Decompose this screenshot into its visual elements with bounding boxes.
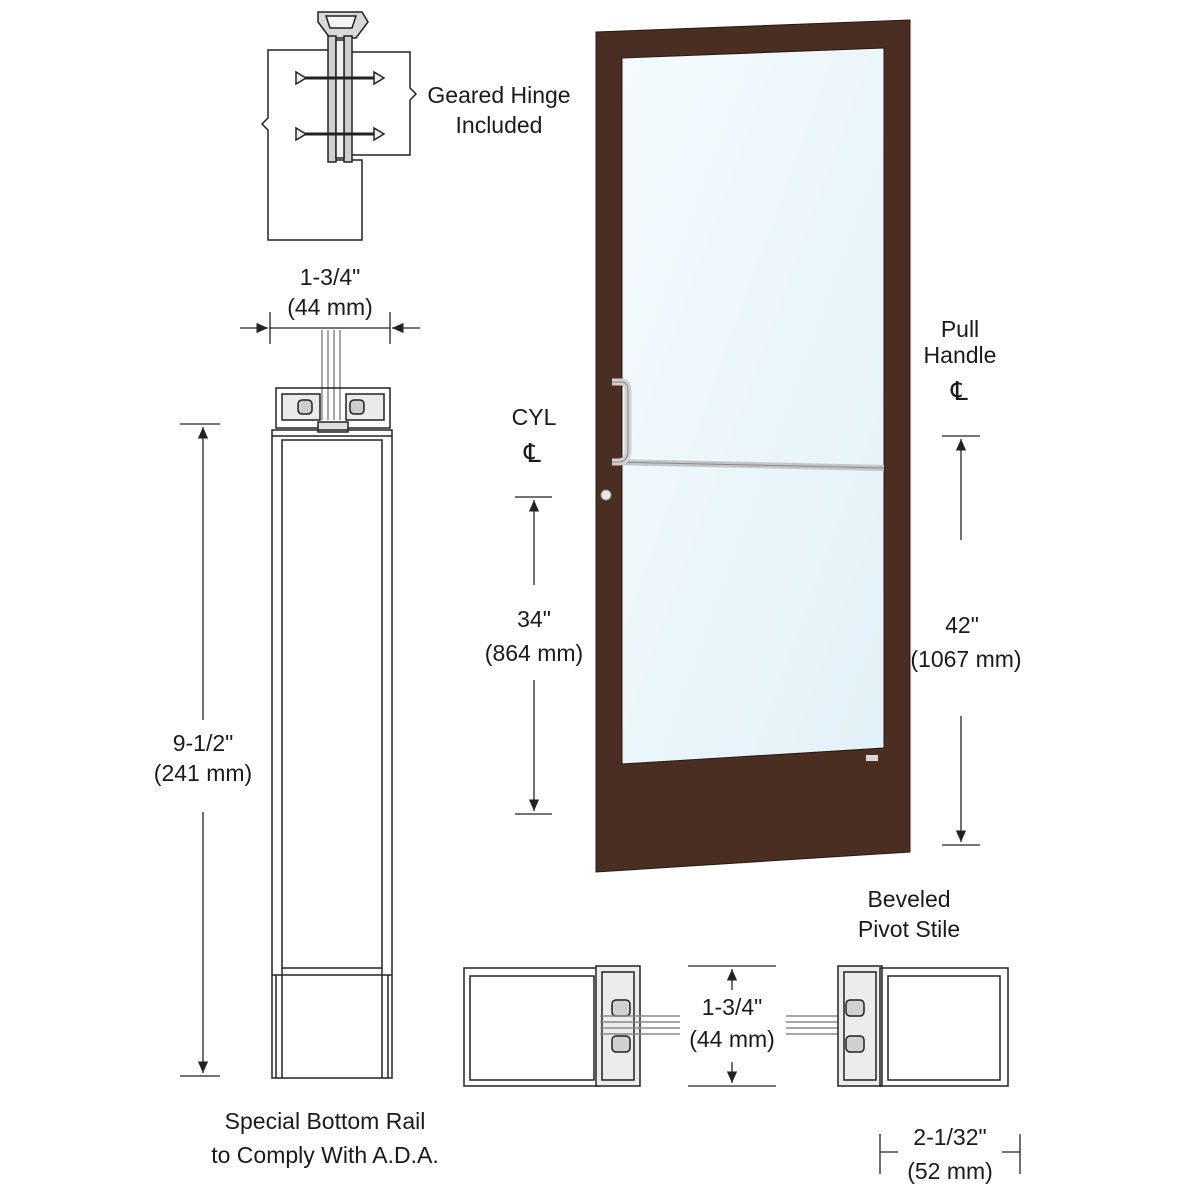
pull-centerline-symbol: ℄ bbox=[951, 377, 968, 407]
bottom-rail-label-line2: to Comply With A.D.A. bbox=[211, 1142, 439, 1168]
pivot-label-line1: Beveled bbox=[867, 886, 951, 912]
cyl-height-in: 34" bbox=[517, 606, 551, 632]
section-width-in: 1-3/4" bbox=[701, 994, 763, 1020]
cyl-height-dimension bbox=[515, 496, 552, 815]
rail-height-dimension bbox=[180, 423, 220, 1077]
pivot-label-line2: Pivot Stile bbox=[857, 916, 961, 942]
stile-width-in: 1-3/4" bbox=[299, 264, 361, 290]
bottom-rail-label-line1: Special Bottom Rail bbox=[224, 1108, 426, 1134]
hinge-label-line1: Geared Hinge bbox=[427, 82, 571, 108]
geared-hinge-detail bbox=[260, 11, 418, 241]
hinge-label-line2: Included bbox=[455, 112, 543, 138]
cyl-centerline-symbol: ℄ bbox=[524, 439, 541, 469]
bevel-width-in: 2-1/32" bbox=[913, 1124, 987, 1150]
section-width-mm: (44 mm) bbox=[689, 1026, 775, 1052]
bevel-width-dimension bbox=[879, 1134, 1021, 1174]
door-elevation bbox=[595, 19, 911, 873]
pull-label-line2: Handle bbox=[923, 342, 997, 368]
bevel-width-mm: (52 mm) bbox=[907, 1158, 993, 1184]
pull-height-in: 42" bbox=[945, 612, 979, 638]
plan-section bbox=[463, 965, 1009, 1087]
stile-width-dimension bbox=[240, 312, 420, 344]
cyl-height-mm: (864 mm) bbox=[484, 640, 584, 666]
cyl-label: CYL bbox=[511, 404, 557, 430]
pull-height-dimension bbox=[942, 435, 980, 846]
pull-label-line1: Pull bbox=[940, 316, 980, 342]
rail-height-in: 9-1/2" bbox=[172, 730, 234, 756]
stile-width-mm: (44 mm) bbox=[287, 294, 373, 320]
door-glass bbox=[621, 47, 885, 765]
rail-height-mm: (241 mm) bbox=[153, 760, 253, 786]
section-width-dimension bbox=[688, 965, 776, 1087]
cylinder-lock bbox=[600, 489, 612, 501]
pull-height-mm: (1067 mm) bbox=[910, 646, 1022, 672]
bottom-rail-elevation bbox=[271, 330, 393, 1079]
